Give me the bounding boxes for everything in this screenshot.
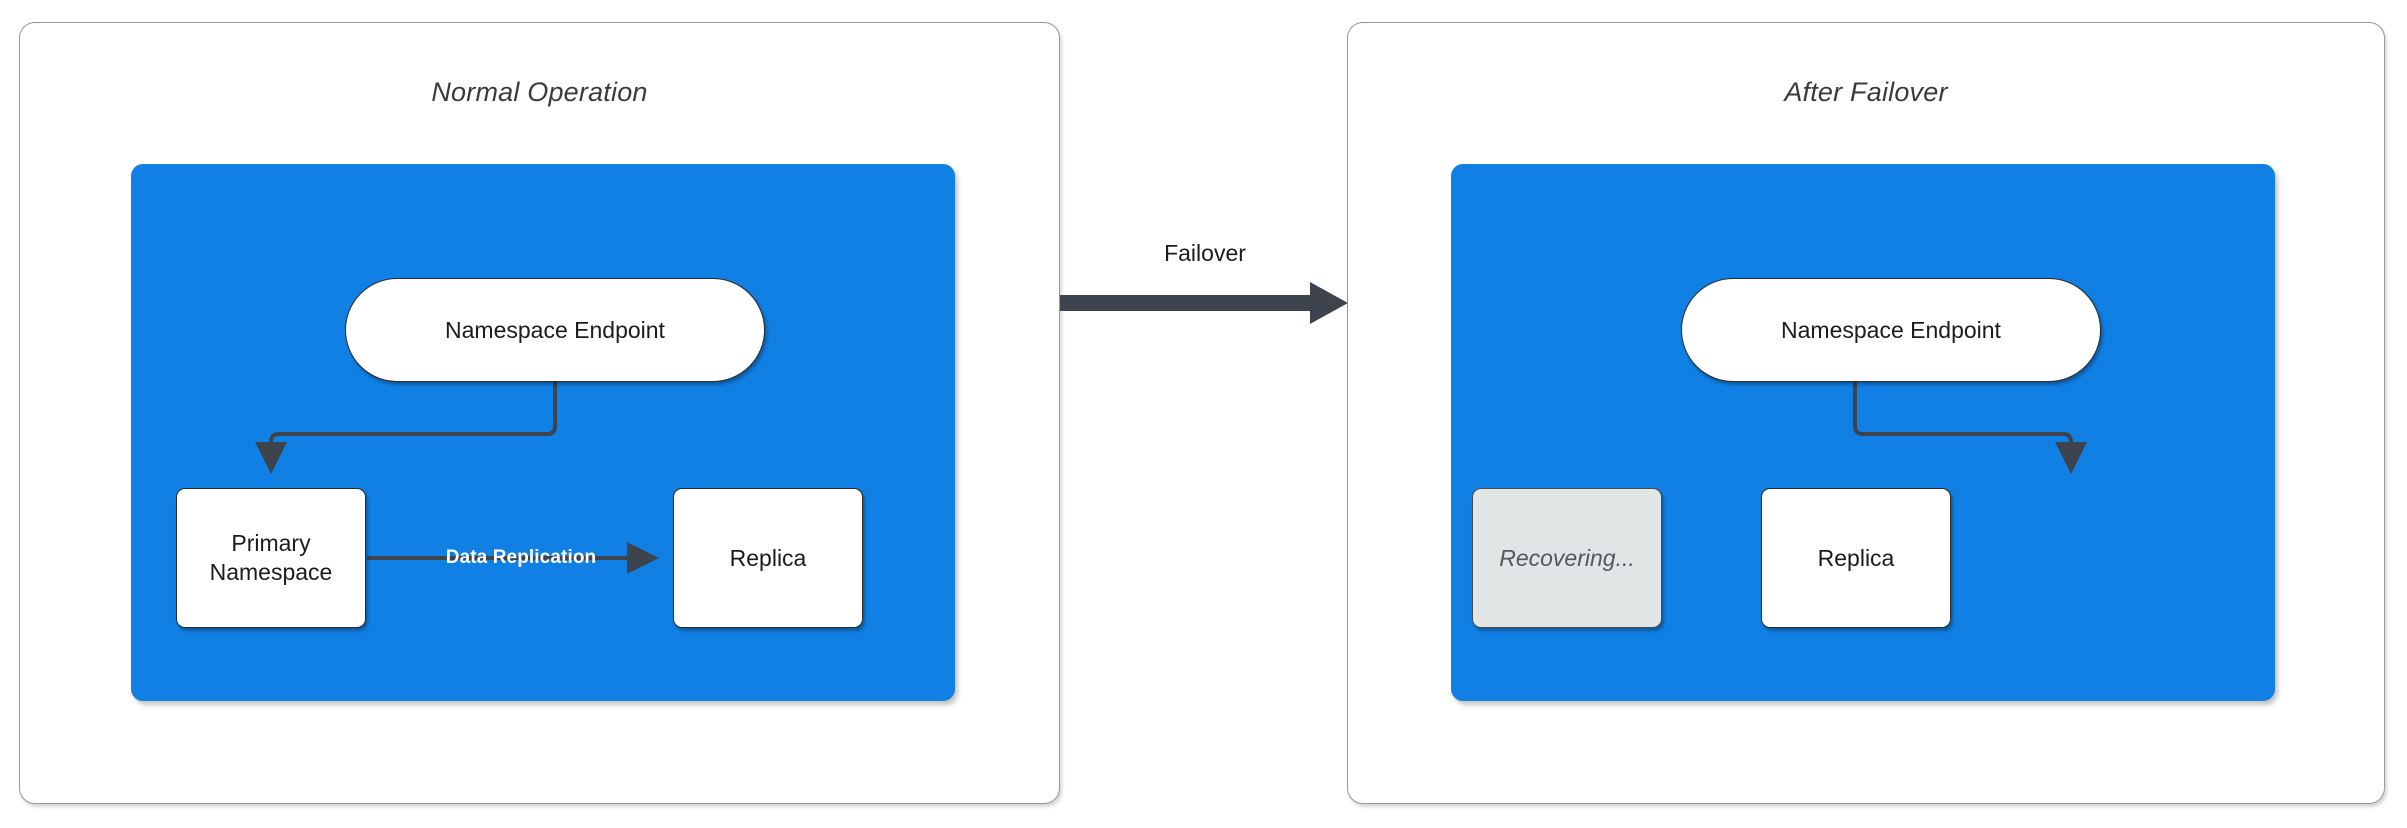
node-primary-line-1: Primary [231,530,311,557]
node-primary-line-2: Namespace [209,559,333,585]
edge-endpoint-to-primary [255,382,557,474]
region-namespace-left: Namespace Endpoint Primary Namespace Rep… [131,164,955,701]
node-recovering[interactable]: Recovering... [1472,488,1662,628]
panel-title-after-failover: After Failover [1784,77,1948,107]
failover-transition: Failover [1060,240,1350,360]
edge-endpoint-to-replica [1853,382,2087,474]
node-replica-right[interactable]: Replica [1761,488,1951,628]
failover-arrow-icon [1060,282,1348,324]
panel-title-normal-operation: Normal Operation [431,77,648,107]
node-replica-left[interactable]: Replica [673,488,863,628]
panel-after-failover: After Failover Namespace Endpoint Recove… [1347,22,2385,804]
node-primary-namespace-label: Primary Namespace [210,529,333,586]
node-namespace-endpoint-left[interactable]: Namespace Endpoint [345,278,765,382]
failover-label: Failover [1164,240,1246,266]
edge-label-data-replication: Data Replication [445,547,597,568]
panel-normal-operation: Normal Operation Namespace Endpoint [19,22,1060,804]
node-primary-namespace[interactable]: Primary Namespace [176,488,366,628]
region-namespace-right: Namespace Endpoint Recovering... Replica [1451,164,2275,701]
node-namespace-endpoint-right[interactable]: Namespace Endpoint [1681,278,2101,382]
